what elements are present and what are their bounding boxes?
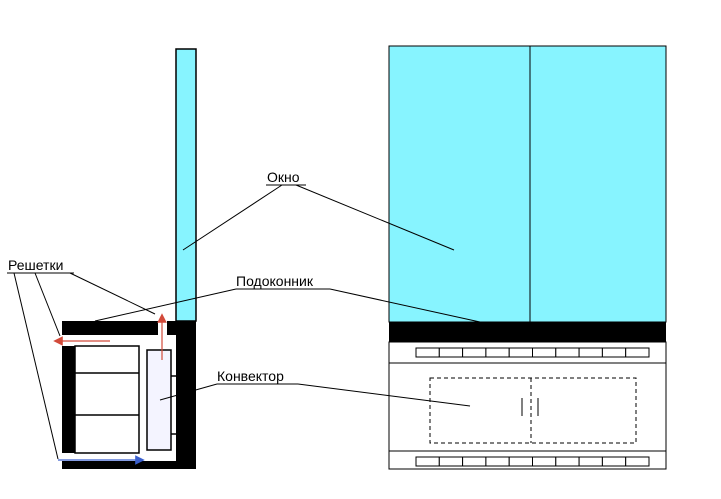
grille-slot (415, 456, 440, 467)
grille-slot (601, 456, 627, 467)
side-heat-exchanger (146, 349, 172, 451)
side-convector-body (74, 345, 140, 454)
grille-slot (555, 456, 580, 467)
grille-slot (601, 347, 627, 358)
front-window-glass (388, 45, 667, 323)
label-convector: Конвектор (217, 368, 284, 384)
side-sill-right (167, 321, 177, 335)
label-grilles: Решетки (8, 257, 63, 273)
front-bottom-grille (415, 456, 650, 467)
leader-lines (7, 184, 481, 460)
side-niche-wall (62, 346, 75, 453)
grille-slot (555, 347, 580, 358)
grille-slot (462, 347, 487, 358)
grille-slot (485, 456, 510, 467)
side-wall (176, 321, 196, 469)
side-sill-left (62, 321, 158, 335)
grille-slot (415, 347, 440, 358)
grille-slot (485, 347, 510, 358)
grille-slot (578, 347, 603, 358)
label-window: Окно (267, 169, 300, 185)
grille-slot (438, 347, 464, 358)
grille-slot (625, 347, 650, 358)
grille-slot (532, 347, 557, 358)
front-cabinet (388, 341, 667, 470)
grille-slot (578, 456, 603, 467)
grille-slot (532, 456, 557, 467)
front-section (388, 45, 667, 470)
grille-slot (438, 456, 464, 467)
grille-slot (625, 456, 650, 467)
front-top-grille (415, 347, 650, 358)
side-window-glass (175, 48, 197, 322)
grille-slot (508, 456, 534, 467)
label-sill: Подоконник (236, 273, 314, 289)
grille-slot (462, 456, 487, 467)
side-section (53, 48, 197, 469)
grille-slot (508, 347, 534, 358)
front-sill (389, 322, 666, 342)
front-convector-outline (429, 377, 637, 444)
side-floor (62, 461, 196, 469)
